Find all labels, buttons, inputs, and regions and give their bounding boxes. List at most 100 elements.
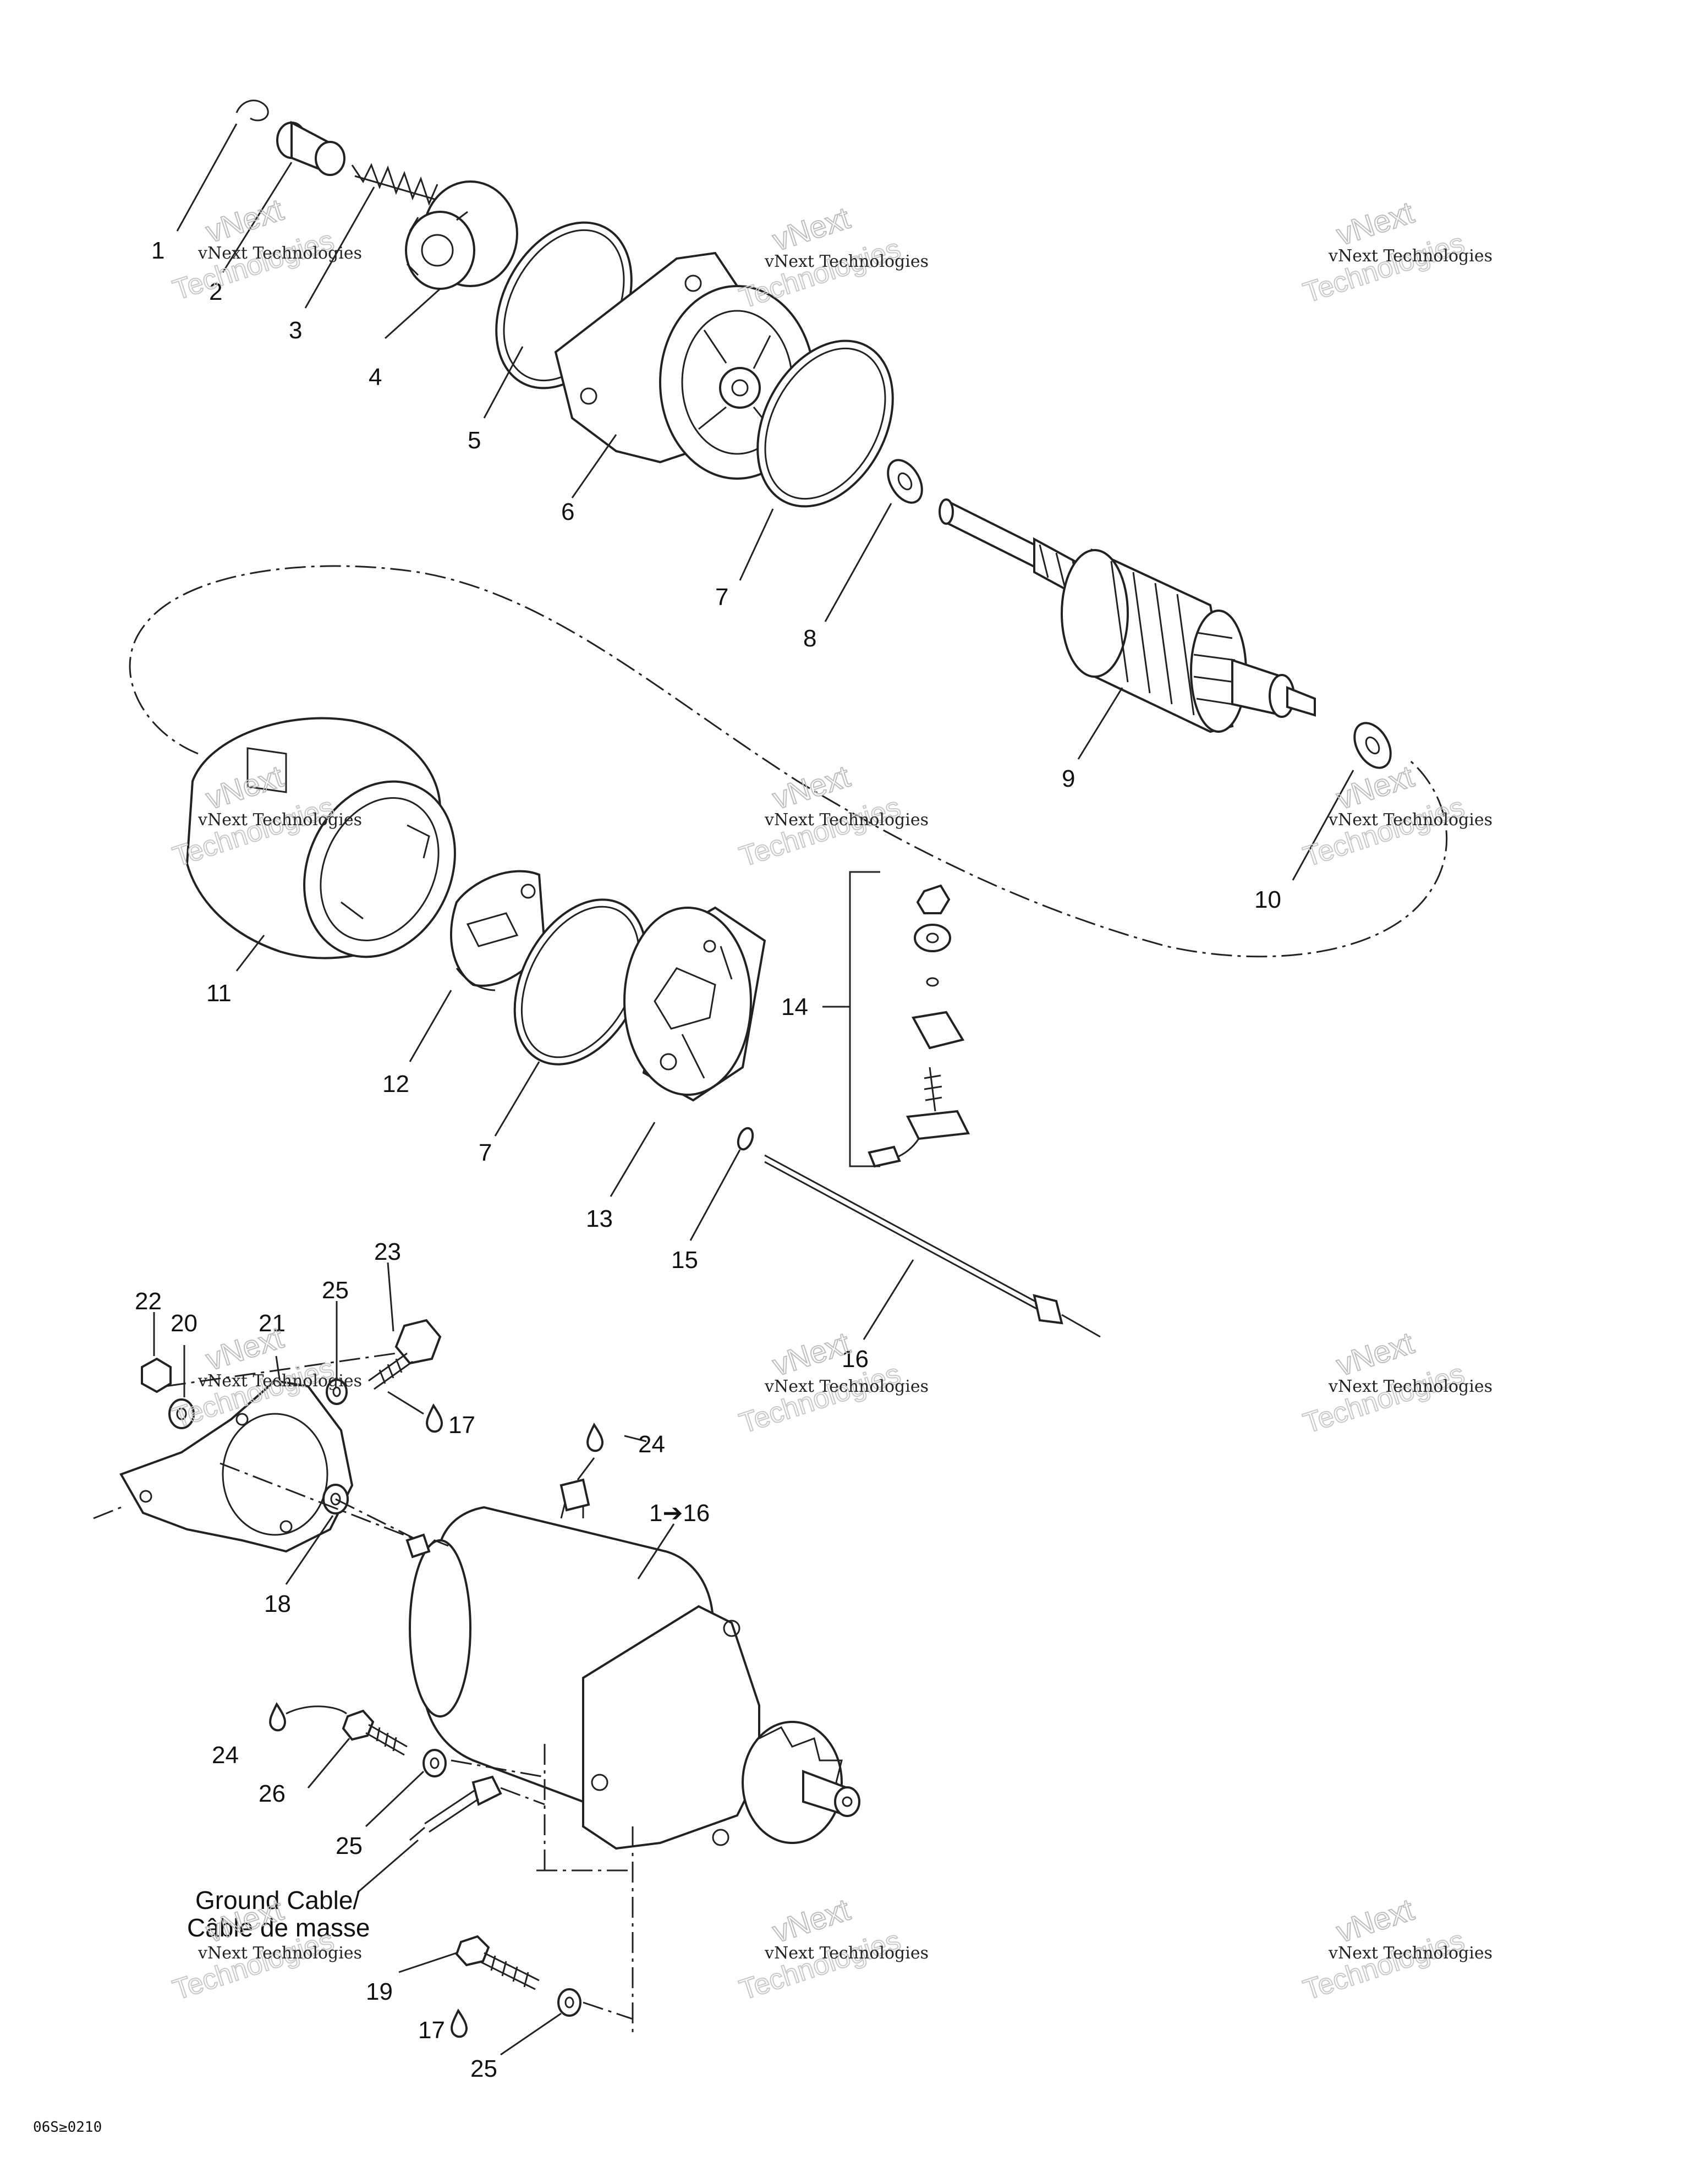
- svg-text:vNext: vNext: [769, 759, 854, 816]
- drive-spring: [351, 163, 441, 206]
- o-ring-rear-housing: [756, 339, 894, 508]
- callout-22: 22: [135, 1288, 162, 1315]
- svg-text:vNext Technologies: vNext Technologies: [1328, 810, 1493, 830]
- starter-motor-assembly: [405, 1478, 860, 1850]
- leader-lines: [153, 123, 1354, 2056]
- bolt-19: [455, 1935, 540, 1990]
- brush: [868, 1145, 901, 1168]
- svg-text:vNext Technologies: vNext Technologies: [197, 1371, 362, 1391]
- svg-text:vNext Technologies: vNext Technologies: [197, 1944, 362, 1963]
- washer-20: [168, 1398, 195, 1429]
- callout-7-mid: 7: [479, 1139, 492, 1166]
- watermark: vNext Technologies vNext Technologies: [168, 191, 362, 307]
- callout-10: 10: [1254, 886, 1281, 913]
- callout-5: 5: [468, 427, 481, 454]
- end-cover: [623, 906, 766, 1102]
- brush-kit-plate: [906, 1110, 970, 1140]
- svg-text:vNext: vNext: [769, 1892, 854, 1949]
- callout-16: 16: [842, 1346, 869, 1373]
- drawing-code: 06S≥0210: [33, 2119, 102, 2136]
- through-bolt: [764, 1154, 1101, 1338]
- svg-text:vNext: vNext: [769, 1325, 854, 1382]
- yoke-housing: [185, 717, 456, 959]
- callout-26: 26: [259, 1780, 286, 1807]
- callout-12: 12: [382, 1071, 409, 1098]
- ground-cable-caption-line1: Ground Cable/: [195, 1886, 360, 1914]
- svg-text:vNext Technologies: vNext Technologies: [764, 252, 929, 271]
- watermark: vNext Technologies vNext Technologies: [735, 758, 929, 874]
- callout-13: 13: [586, 1205, 613, 1232]
- callout-17-lower: 17: [418, 2017, 445, 2044]
- callout-18: 18: [264, 1590, 291, 1617]
- callout-2: 2: [209, 278, 222, 305]
- callout-15: 15: [671, 1247, 698, 1274]
- loctite-drop-icon-17-upper: [426, 1403, 443, 1433]
- callout-labels: 1 2 3 4 5 6 7 8 9 10 11 12 7 13 14 15 16…: [135, 237, 1281, 2082]
- watermark: vNext Technologies vNext Technologies: [735, 1891, 929, 2007]
- svg-text:vNext Technologies: vNext Technologies: [1328, 246, 1493, 266]
- callout-17-upper: 17: [448, 1412, 475, 1439]
- svg-text:vNext Technologies: vNext Technologies: [1328, 1944, 1493, 1963]
- mounting-bracket: [93, 1379, 354, 1553]
- svg-text:Technologies: Technologies: [1299, 791, 1468, 873]
- ground-cable-terminal: [409, 1775, 502, 1841]
- svg-text:vNext: vNext: [1332, 1892, 1418, 1949]
- small-o-ring: [737, 1127, 754, 1151]
- svg-text:Technologies: Technologies: [736, 1924, 904, 2006]
- svg-text:vNext: vNext: [202, 192, 288, 249]
- brush-kit-screw: [924, 1067, 942, 1112]
- loctite-drop-icon-24-top: [586, 1423, 603, 1452]
- snap-ring: [235, 100, 269, 122]
- svg-text:vNext Technologies: vNext Technologies: [764, 1377, 929, 1396]
- callout-19: 19: [366, 1978, 393, 2005]
- thrust-washer: [887, 459, 923, 504]
- nut-22: [141, 1357, 172, 1393]
- callout-14: 14: [781, 994, 808, 1020]
- svg-text:vNext: vNext: [202, 1320, 288, 1377]
- loctite-drop-icon-24-mid: [269, 1702, 286, 1732]
- brush-kit-washer: [914, 924, 951, 952]
- callout-24-mid: 24: [212, 1742, 239, 1769]
- bolt-26: [342, 1709, 408, 1756]
- svg-text:vNext: vNext: [1332, 1325, 1418, 1382]
- svg-text:vNext Technologies: vNext Technologies: [1328, 1377, 1493, 1396]
- svg-text:vNext: vNext: [769, 200, 854, 257]
- callout-assembly-1-16: 1➔16: [649, 1500, 710, 1527]
- washer-25-mid: [422, 1749, 447, 1777]
- svg-text:Technologies: Technologies: [1299, 1924, 1468, 2006]
- pinion-drive: [405, 180, 518, 290]
- svg-text:vNext Technologies: vNext Technologies: [764, 810, 929, 830]
- callout-4: 4: [369, 364, 382, 391]
- callout-9: 9: [1062, 765, 1075, 792]
- watermark: vNext Technologies vNext Technologies: [735, 1325, 929, 1440]
- brush-kit-clip: [911, 1011, 965, 1050]
- brush-kit: [822, 871, 970, 1168]
- svg-text:Technologies: Technologies: [736, 1358, 904, 1440]
- assembly-outline-loop: [129, 565, 1448, 958]
- bolt-23: [368, 1319, 442, 1390]
- callout-25-mid: 25: [336, 1832, 363, 1859]
- brush-kit-nut: [916, 884, 951, 914]
- watermark: vNext Technologies vNext Technologies: [1299, 758, 1493, 874]
- callout-21: 21: [259, 1310, 286, 1337]
- callout-3: 3: [289, 317, 302, 344]
- callout-7-top: 7: [715, 584, 728, 611]
- svg-text:vNext Technologies: vNext Technologies: [197, 244, 362, 263]
- watermark: vNext Technologies vNext Technologies: [1299, 1891, 1493, 2007]
- svg-text:vNext Technologies: vNext Technologies: [764, 1944, 929, 1963]
- svg-text:vNext Technologies: vNext Technologies: [197, 810, 362, 830]
- callout-8: 8: [803, 625, 816, 652]
- svg-text:Technologies: Technologies: [1299, 227, 1468, 309]
- watermark: vNext Technologies vNext Technologies: [735, 200, 929, 315]
- callout-20: 20: [171, 1310, 197, 1337]
- brush-holder: [450, 870, 546, 991]
- washer-25-upper: [326, 1379, 348, 1405]
- callout-25-upper: 25: [322, 1277, 349, 1304]
- svg-text:Technologies: Technologies: [736, 233, 904, 315]
- svg-text:Technologies: Technologies: [736, 791, 904, 873]
- callout-23: 23: [374, 1238, 401, 1265]
- svg-text:Technologies: Technologies: [1299, 1358, 1468, 1440]
- loctite-drop-icon-17-lower: [451, 2009, 468, 2038]
- washer-25-lower: [557, 1988, 581, 2017]
